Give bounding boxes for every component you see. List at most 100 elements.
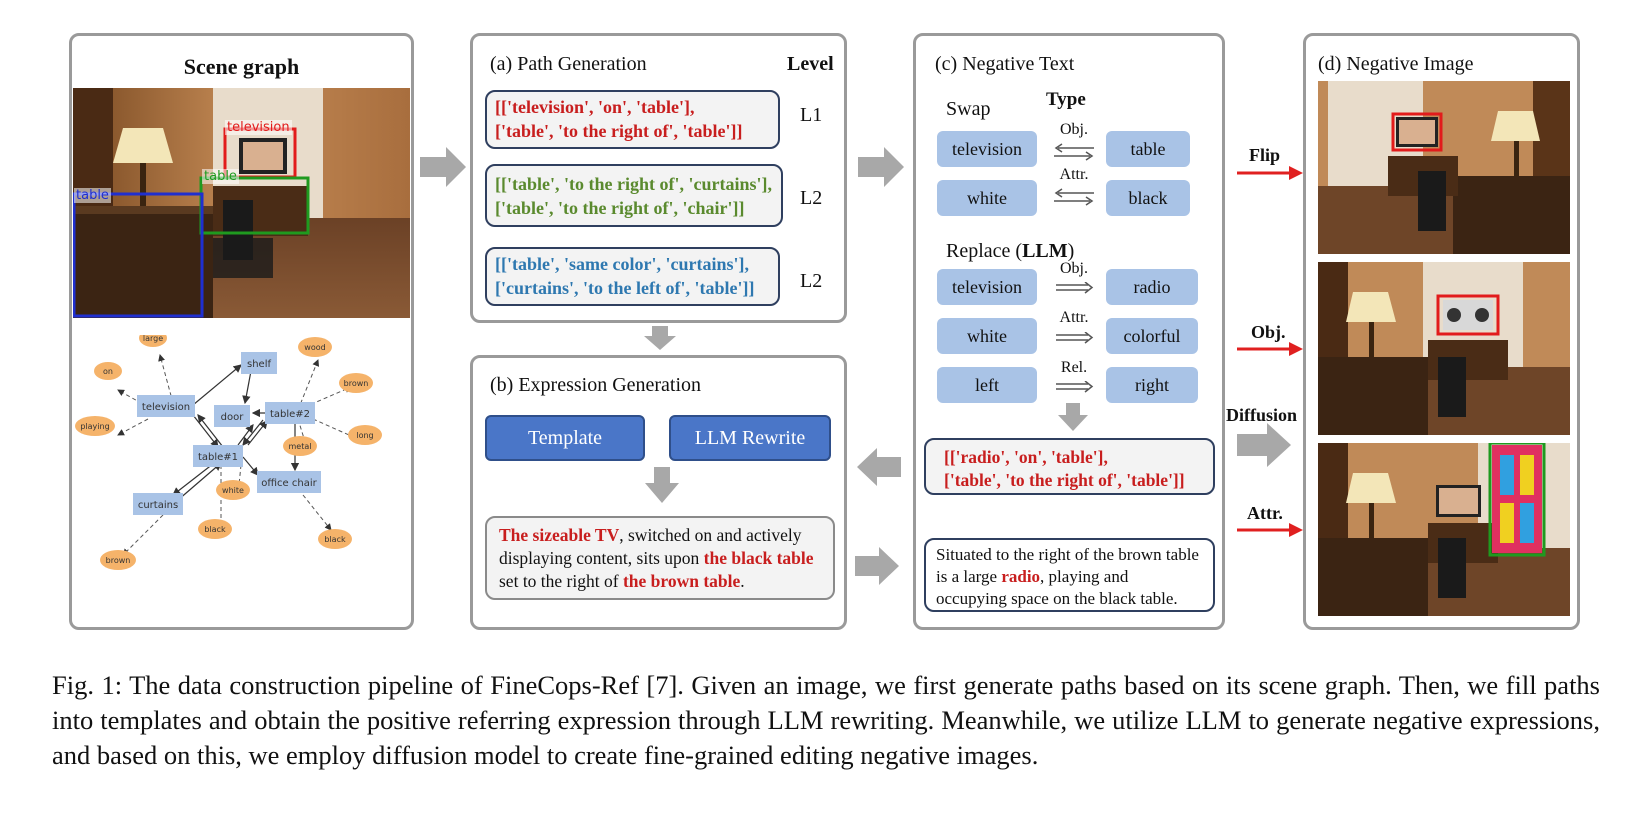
type-label: Type — [1046, 89, 1086, 110]
scene-graph-title: Scene graph — [183, 54, 300, 79]
replace-1-left-chip: television — [937, 269, 1037, 305]
arrow-right-icon — [1056, 381, 1094, 393]
swap-2-left-chip: white — [937, 180, 1037, 216]
replace-label: Replace (LLM) — [946, 240, 1074, 263]
negative-image-title: (d) Negative Image — [1318, 53, 1474, 75]
attr-playing: playing — [80, 422, 109, 431]
swap-1-right-chip: table — [1106, 131, 1190, 167]
replace-1-type: Obj. — [1060, 260, 1088, 277]
arrow-down-icon — [1058, 403, 1088, 431]
arrow-left-icon — [857, 448, 901, 486]
swap-arrows-icon — [1054, 143, 1094, 161]
diffusion-label: Diffusion — [1226, 405, 1298, 425]
red-arrow-icon — [1237, 166, 1303, 180]
swap-2-type: Attr. — [1059, 166, 1089, 183]
figure-caption: Fig. 1: The data construction pipeline o… — [52, 670, 1600, 770]
negative-path-line-1: [['radio', 'on', 'table'], — [944, 447, 1108, 467]
node-table2: table#2 — [270, 409, 310, 420]
path-3-line-1: [['table', 'same color', 'curtains'], — [495, 254, 749, 274]
swap-label: Swap — [946, 98, 991, 120]
replace-2-left-chip: white — [937, 318, 1037, 354]
expr-highlight-2: the black table — [703, 548, 814, 568]
negative-expression-box: Situated to the right of the brown table… — [924, 538, 1215, 612]
path-3-level: L2 — [800, 270, 823, 292]
replace-1-right-chip: radio — [1106, 269, 1198, 305]
arrow-right-icon — [858, 147, 904, 187]
path-1-level: L1 — [800, 104, 823, 126]
swap-1-type: Obj. — [1060, 121, 1088, 138]
path-generation-title: (a) Path Generation — [490, 53, 647, 75]
scene-graph-diagram: shelf television door table#2 table#1 of… — [75, 335, 382, 570]
path-box-1: [['television', 'on', 'table'], ['table'… — [485, 90, 780, 149]
obj-label: Obj. — [1251, 322, 1286, 342]
attr-brown-2: brown — [106, 556, 131, 565]
attr-white: white — [222, 486, 244, 495]
arrow-right-icon — [1056, 282, 1094, 294]
negative-image-attr — [1318, 443, 1570, 616]
neg-expr-highlight: radio — [1001, 567, 1041, 586]
negative-image-obj — [1318, 262, 1570, 435]
node-shelf: shelf — [247, 359, 271, 370]
bbox-label-television: television — [225, 120, 292, 135]
path-1-line-1: [['television', 'on', 'table'], — [495, 97, 695, 117]
red-arrow-icon — [1237, 342, 1303, 356]
arrow-right-icon — [855, 547, 899, 585]
expression-generation-title: (b) Expression Generation — [490, 374, 702, 396]
node-table1: table#1 — [198, 452, 238, 463]
attr-metal: metal — [289, 442, 312, 451]
negative-path-line-2: ['table', 'to the right of', 'table']] — [944, 470, 1185, 490]
red-arrow-icon — [1237, 523, 1303, 537]
node-curtains: curtains — [138, 500, 178, 511]
attr-wood: wood — [304, 343, 325, 352]
path-box-3: [['table', 'same color', 'curtains'], ['… — [485, 247, 780, 306]
path-2-line-2: ['table', 'to the right of', 'chair']] — [495, 198, 745, 218]
bbox-label-table-blue: table — [74, 188, 111, 203]
expr-text-2: set to the right of — [499, 571, 623, 591]
replace-2-type: Attr. — [1059, 309, 1089, 326]
negative-path-box: [['radio', 'on', 'table'], ['table', 'to… — [924, 438, 1215, 495]
expr-highlight-3: the brown table — [622, 571, 741, 591]
attr-brown-1: brown — [344, 379, 369, 388]
level-header: Level — [787, 53, 834, 75]
swap-1-left-chip: television — [937, 131, 1037, 167]
flip-label: Flip — [1249, 145, 1281, 165]
attr-large: large — [143, 335, 163, 343]
arrow-right-icon — [420, 147, 466, 187]
replace-2-right-chip: colorful — [1106, 318, 1198, 354]
swap-2-right-chip: black — [1106, 180, 1190, 216]
attr-long: long — [356, 431, 373, 440]
path-3-line-2: ['curtains', 'to the left of', 'table']] — [495, 278, 755, 298]
replace-label-text: Replace ( — [946, 240, 1023, 262]
attr-black-1: black — [204, 525, 226, 534]
expr-text-1: , switched on and actively displaying co… — [499, 525, 802, 568]
expr-highlight-1: The sizeable TV — [499, 525, 620, 545]
path-2-line-1: [['table', 'to the right of', 'curtains'… — [495, 174, 772, 194]
llm-rewrite-button[interactable]: LLM Rewrite — [669, 415, 831, 461]
bbox-label-table-green: table — [202, 169, 239, 184]
path-2-level: L2 — [800, 187, 823, 209]
node-office-chair: office chair — [261, 478, 317, 489]
positive-expression-box: The sizeable TV, switched on and activel… — [485, 516, 835, 600]
replace-3-right-chip: right — [1106, 367, 1198, 403]
neg-expr-text-2: , playing and occupying space on the bla… — [936, 567, 1178, 608]
arrow-down-icon — [644, 326, 676, 350]
neg-expr-text-1: Situated to the right of the brown table… — [936, 545, 1199, 586]
path-1-line-2: ['table', 'to the right of', 'table']] — [495, 121, 743, 141]
replace-3-left-chip: left — [937, 367, 1037, 403]
node-door: door — [221, 412, 245, 423]
attr-label: Attr. — [1247, 503, 1283, 523]
arrow-right-icon — [1237, 423, 1291, 467]
replace-label-close: ) — [1067, 240, 1075, 262]
attr-black-2: black — [324, 535, 346, 544]
expr-text-3: . — [740, 571, 745, 591]
template-button[interactable]: Template — [485, 415, 645, 461]
attr-on: on — [103, 367, 113, 376]
swap-arrows-icon — [1054, 188, 1094, 206]
arrow-down-icon — [645, 467, 679, 503]
negative-image-flip — [1318, 81, 1570, 254]
node-television: television — [142, 402, 190, 413]
path-box-2: [['table', 'to the right of', 'curtains'… — [485, 164, 783, 227]
replace-3-type: Rel. — [1060, 359, 1088, 376]
replace-label-llm: LLM — [1022, 240, 1068, 262]
arrow-right-icon — [1056, 332, 1094, 344]
